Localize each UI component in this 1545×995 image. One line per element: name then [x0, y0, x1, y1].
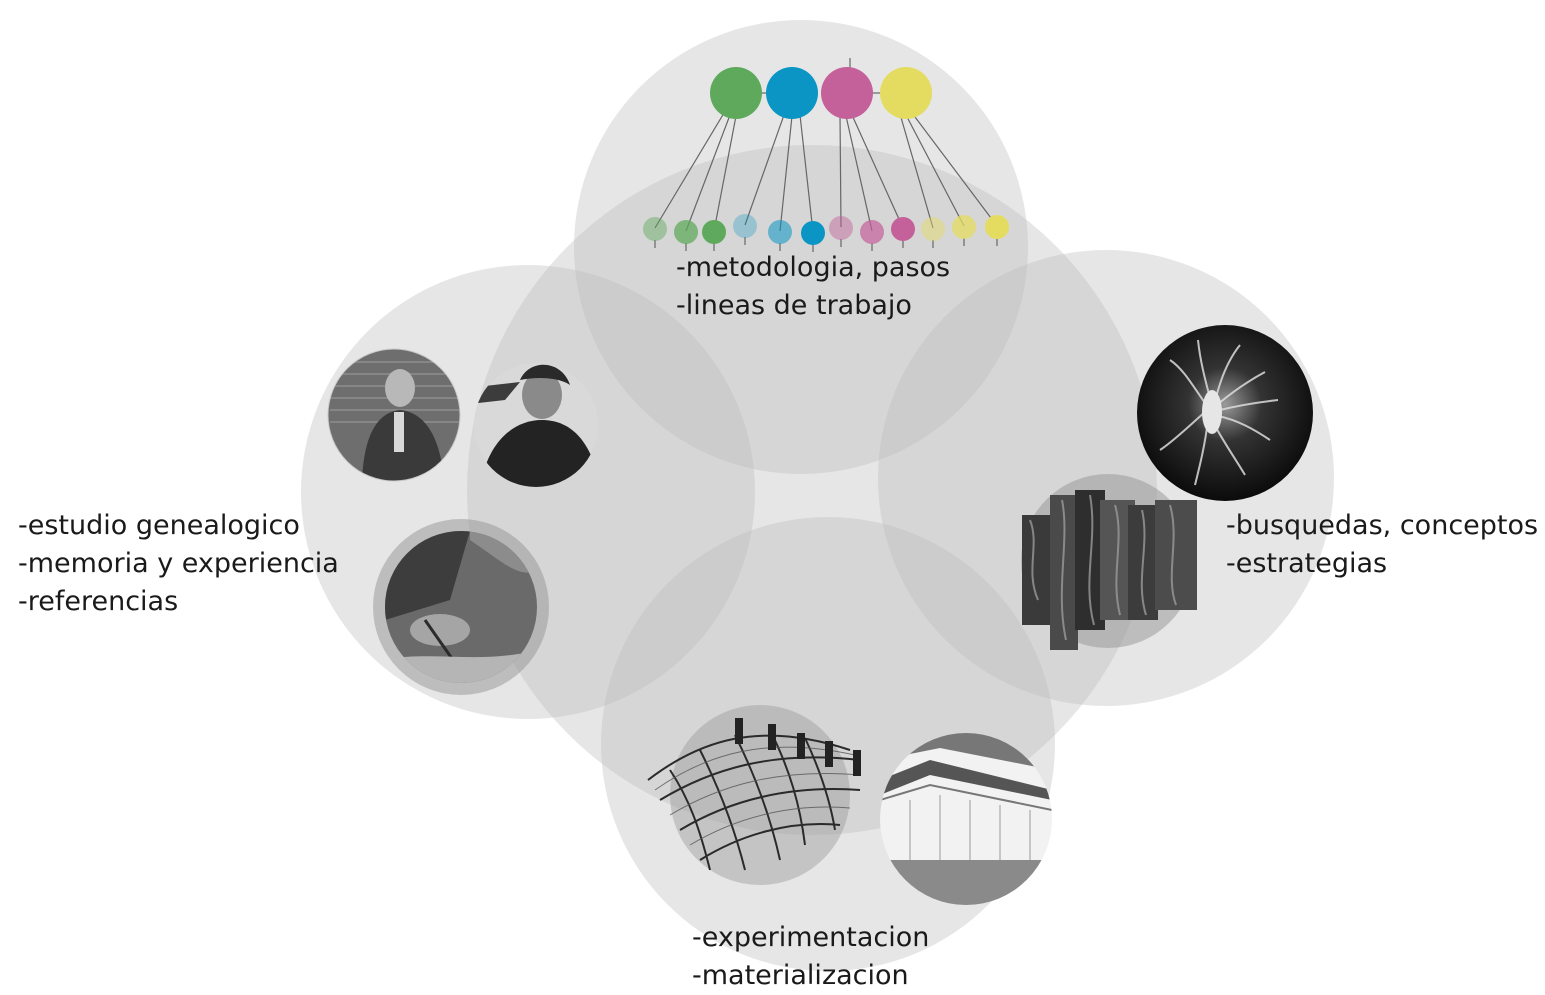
node-yellow-sub	[985, 215, 1009, 239]
node-blue-sub	[801, 221, 825, 245]
methodology-nodes	[643, 67, 1009, 245]
label-line: -metodologia, pasos	[676, 252, 951, 283]
label-line: -materializacion	[692, 960, 909, 991]
node-blue-sub	[768, 220, 792, 244]
label-line: -estrategias	[1226, 548, 1388, 579]
portrait-photo	[328, 349, 460, 481]
wireframe-structure-render	[647, 718, 861, 871]
node-green-sub	[702, 220, 726, 244]
label-line: -busquedas, conceptos	[1226, 510, 1539, 541]
node-green-main	[710, 67, 762, 119]
label-experimentation: -experimentacion -materializacion	[692, 919, 929, 995]
node-magenta-sub	[860, 220, 884, 244]
central-circle	[467, 145, 1157, 835]
label-line: -lineas de trabajo	[676, 290, 912, 321]
label-genealogy: -estudio genealogico -memoria y experien…	[18, 507, 339, 621]
node-yellow-sub	[952, 215, 976, 239]
circle-top	[574, 20, 1028, 474]
label-line: -estudio genealogico	[18, 510, 300, 541]
methodology-tree	[654, 58, 998, 252]
label-line: -memoria y experiencia	[18, 548, 339, 579]
node-yellow-main	[880, 67, 932, 119]
label-line: -experimentacion	[692, 922, 930, 953]
texture-panels-image	[1022, 490, 1197, 650]
dancer-photo	[1137, 325, 1313, 501]
node-blue-sub	[733, 214, 757, 238]
interior-render	[880, 733, 1052, 905]
node-yellow-sub	[921, 217, 945, 241]
portrait-photo	[474, 363, 598, 487]
node-green-sub	[674, 220, 698, 244]
node-green-sub	[643, 217, 667, 241]
node-blue-main	[766, 67, 818, 119]
node-magenta-main	[821, 67, 873, 119]
node-magenta-sub	[829, 216, 853, 240]
hands-drawing-photo	[385, 531, 537, 683]
label-line: -referencias	[18, 586, 179, 617]
label-methodology: -metodologia, pasos -lineas de trabajo	[676, 249, 950, 325]
label-concepts: -busquedas, conceptos -estrategias	[1226, 507, 1538, 583]
node-magenta-sub	[891, 217, 915, 241]
